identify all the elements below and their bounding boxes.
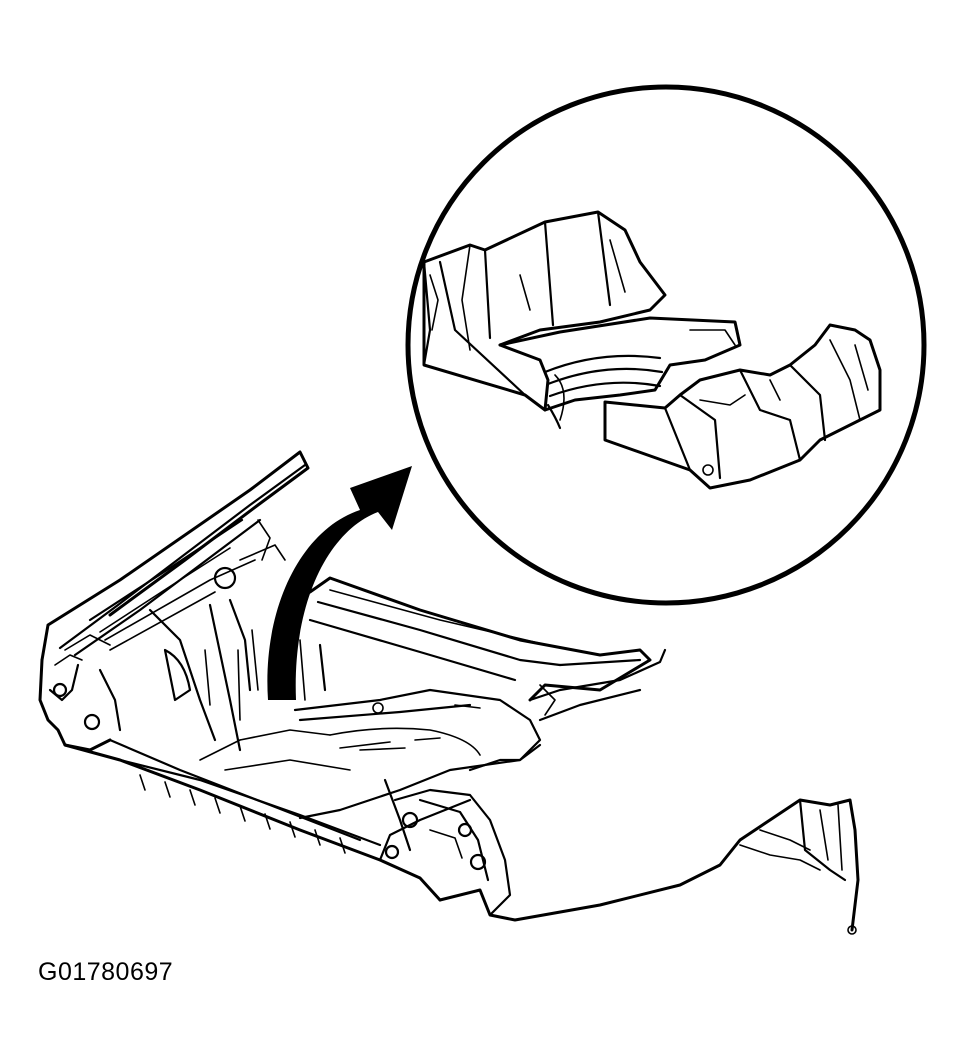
detail-left-panel [422, 210, 667, 412]
detail-right-panel [603, 323, 882, 490]
detail-circle [405, 84, 927, 606]
rear-body-structure [38, 450, 860, 935]
curved-arrow-icon [267, 466, 412, 700]
detail-floor-well [498, 316, 742, 430]
detail-magnifier [405, 84, 927, 606]
figure-id-label: G01780697 [38, 958, 174, 986]
